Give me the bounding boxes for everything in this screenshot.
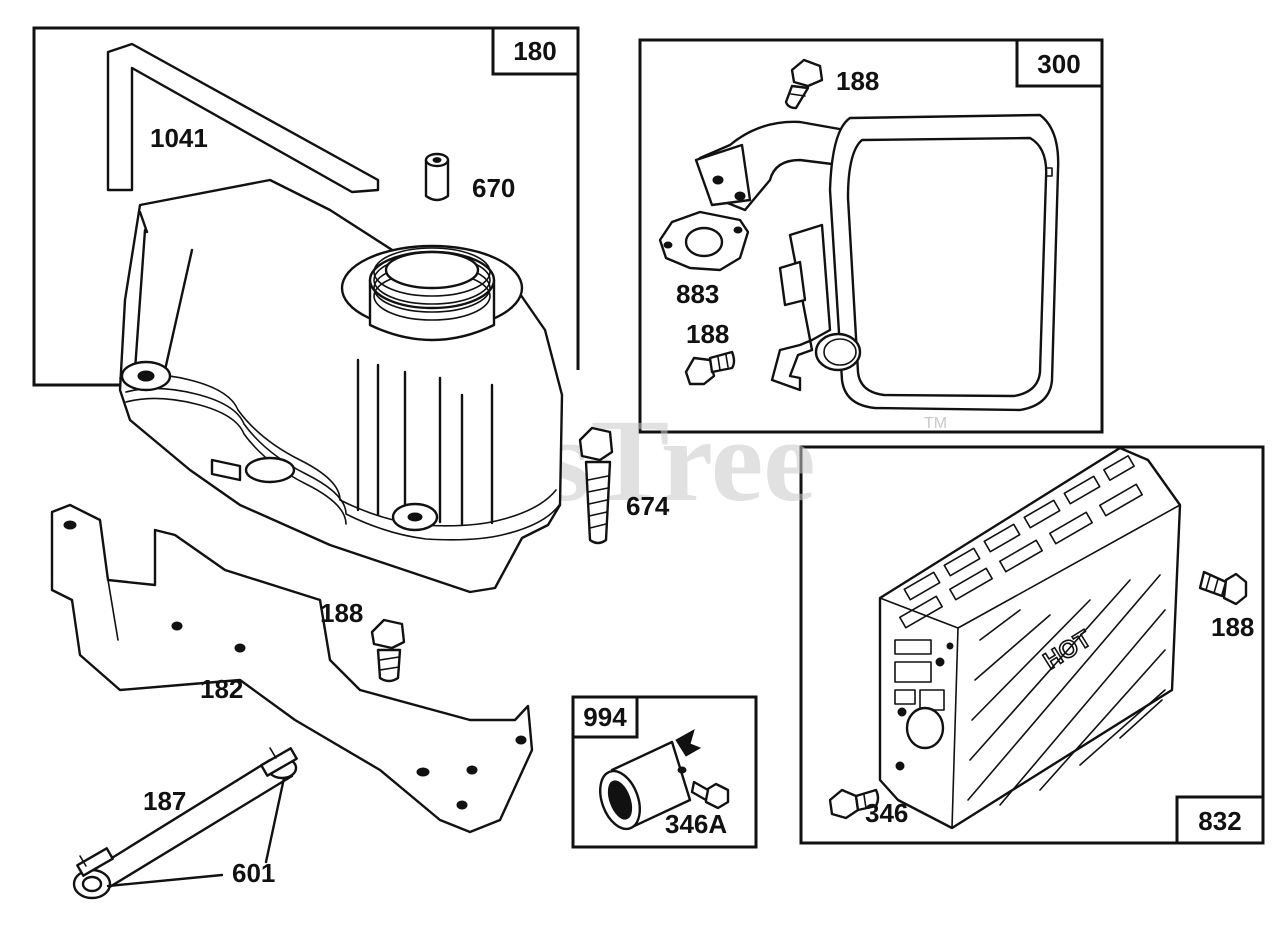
part-1041-strap xyxy=(106,42,380,194)
label-1041: 1041 xyxy=(150,123,208,153)
part-674-bolt xyxy=(578,426,614,545)
leader-601-upper xyxy=(264,776,286,864)
box-180-tag xyxy=(491,26,580,76)
label-346: 346 xyxy=(865,798,908,828)
part-187-fuel-line xyxy=(72,747,298,900)
label-187: 187 xyxy=(143,786,186,816)
label-188-bracket: 188 xyxy=(320,598,363,628)
part-994-spark-arrester xyxy=(599,728,702,831)
box-994-number: 994 xyxy=(583,702,627,732)
box-832-tag xyxy=(1175,795,1265,845)
box-300-tag xyxy=(1015,38,1104,88)
box-300-frame xyxy=(638,38,1104,434)
part-188-right-bolt xyxy=(1198,570,1248,606)
box-994-tag xyxy=(571,695,639,739)
box-300-number: 300 xyxy=(1037,49,1080,79)
part-670-spacer xyxy=(424,152,450,202)
part-346a-screw xyxy=(690,780,730,810)
part-346-bolt xyxy=(828,788,880,820)
part-883-gasket xyxy=(658,210,750,272)
label-182: 182 xyxy=(200,674,243,704)
label-346a: 346A xyxy=(665,809,727,839)
part-832-heat-shield: HOT xyxy=(878,446,1182,830)
part-188-top-bolt xyxy=(784,58,824,110)
label-188-top: 188 xyxy=(836,66,879,96)
label-674: 674 xyxy=(626,491,670,521)
shield-top-slots xyxy=(899,455,1143,629)
label-188-right: 188 xyxy=(1211,612,1254,642)
fuel-tank xyxy=(118,178,564,594)
shield-front-louvers xyxy=(967,574,1166,806)
leader-601-lower xyxy=(106,873,224,888)
part-182-bracket xyxy=(50,503,534,834)
part-188-mid-bolt xyxy=(684,350,736,386)
box-832-number: 832 xyxy=(1198,806,1241,836)
part-188-bracket-bolt xyxy=(370,618,406,683)
label-601: 601 xyxy=(232,858,275,888)
box-180-frame xyxy=(32,26,580,387)
box-994-frame xyxy=(571,695,758,849)
label-670: 670 xyxy=(472,173,515,203)
watermark-trademark: TM xyxy=(924,415,947,432)
label-188-mid: 188 xyxy=(686,319,729,349)
box-180-number: 180 xyxy=(513,36,556,66)
part-300-muffler xyxy=(694,113,1060,412)
label-883: 883 xyxy=(676,279,719,309)
box-832-frame xyxy=(799,445,1265,845)
